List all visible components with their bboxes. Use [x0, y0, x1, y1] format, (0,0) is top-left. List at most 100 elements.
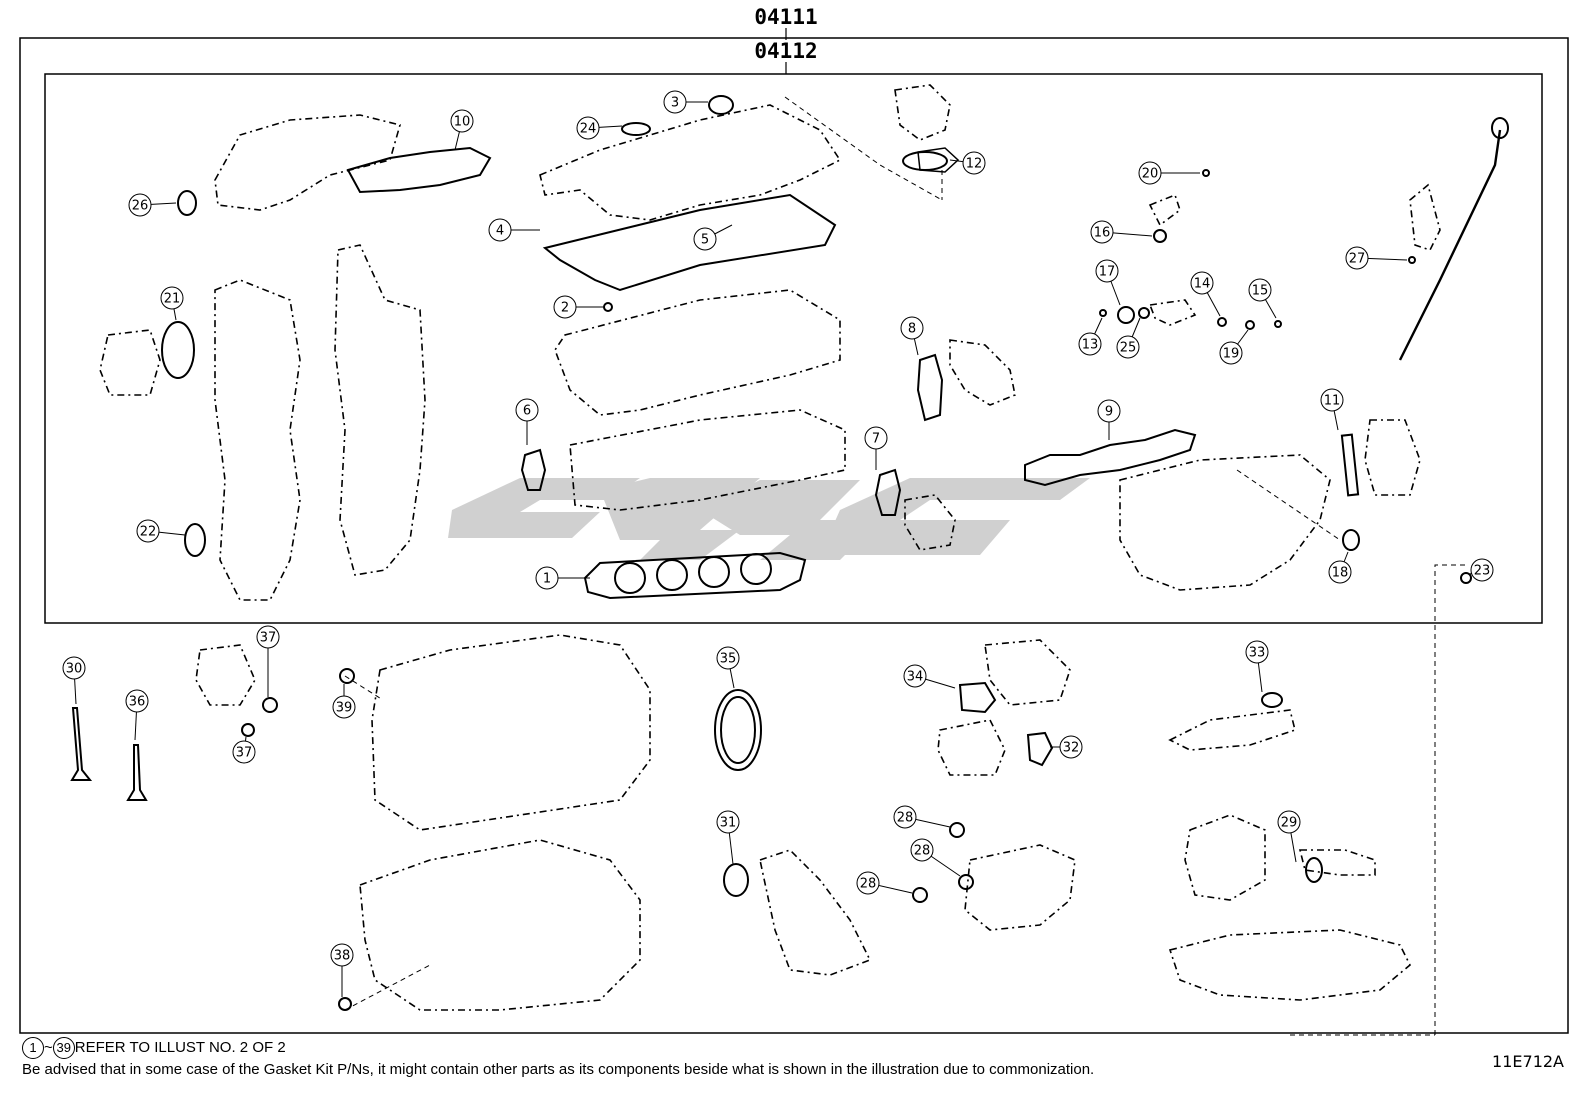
washer-17-shape	[1117, 306, 1135, 324]
callout-12: 12	[949, 151, 986, 175]
washer-25-shape	[1138, 307, 1150, 319]
callout-24: 24	[576, 116, 623, 140]
callout-number: 11	[1324, 394, 1341, 409]
callout-circle	[1328, 560, 1352, 584]
callout-circle	[515, 398, 539, 422]
callout-circle	[900, 316, 924, 340]
kit-number-inner: 04112	[754, 39, 817, 63]
washer-16-shape	[1153, 229, 1167, 243]
callout-32: 32	[1050, 735, 1083, 759]
o-ring-29-shape	[1305, 857, 1323, 883]
callout-35: 35	[716, 646, 740, 689]
gasket-33-shape	[1261, 692, 1283, 708]
oil-pan-upper-outline	[359, 839, 641, 1011]
gasket-12-shape	[917, 147, 960, 173]
callout-23: 23	[1469, 558, 1494, 582]
callout-number: 25	[1120, 341, 1137, 356]
callout-15: 15	[1248, 278, 1277, 319]
bolt-27-shape	[1408, 256, 1416, 264]
callout-31: 31	[716, 810, 740, 865]
part-outlines	[99, 84, 1441, 1011]
washer-37b-shape	[241, 723, 255, 737]
water-inlet-outline	[984, 639, 1071, 706]
callout-5: 5	[693, 224, 733, 251]
callout-number: 27	[1349, 252, 1366, 267]
callout-number: 4	[496, 224, 504, 239]
callout-22: 22	[136, 519, 186, 543]
callout-number: 12	[966, 157, 983, 172]
callout-number: 20	[1142, 167, 1159, 182]
sensor-outline	[1148, 193, 1181, 227]
intake-manifold-outline	[1119, 454, 1331, 591]
plug-seal-shape	[708, 95, 734, 115]
callout-30: 30	[62, 656, 86, 705]
callout-number: 26	[132, 199, 149, 214]
callout-number: 32	[1063, 741, 1080, 756]
water-pump-outline	[99, 329, 161, 396]
callout-number: 8	[908, 322, 916, 337]
plug-2-shape	[603, 302, 613, 312]
thermostat-gasket-shape	[902, 151, 948, 171]
callout-28b: 28	[910, 838, 961, 877]
callout-number: 13	[1082, 338, 1099, 353]
callout-21: 21	[160, 286, 184, 321]
washer-28b-shape	[958, 874, 974, 890]
callout-number: 15	[1252, 284, 1269, 299]
callout-26: 26	[128, 193, 177, 217]
exhaust-gasket-shape	[346, 146, 492, 194]
callout-16: 16	[1090, 220, 1153, 244]
gasket-32-shape	[1026, 731, 1054, 767]
oil-cooler-pipe-outline	[1168, 709, 1296, 751]
range-separator: ~	[44, 1038, 53, 1056]
washer-39-shape	[339, 668, 355, 684]
callout-number: 5	[701, 233, 709, 248]
callout-8: 8	[900, 316, 924, 356]
callout-number: 24	[580, 122, 597, 137]
callout-circle	[1219, 341, 1243, 365]
valve-36-shape	[126, 744, 148, 801]
callout-circle	[232, 740, 256, 764]
oil-pan-lower-outline	[1168, 929, 1411, 1001]
exhaust-manifold-outline	[214, 114, 401, 211]
cylinder-head-cover-outline	[539, 104, 842, 221]
callout-circle	[910, 838, 934, 862]
callout-circle	[488, 218, 512, 242]
callout-11: 11	[1320, 388, 1344, 431]
refer-text: REFER TO ILLUST NO. 2 OF 2	[74, 1038, 286, 1056]
oil-pump-outline	[759, 849, 872, 976]
oil-strainer-outline	[964, 844, 1076, 931]
callout-number: 28	[914, 844, 931, 859]
callout-number: 29	[1281, 816, 1298, 831]
callout-number: 37	[260, 631, 277, 646]
callout-circle	[1078, 332, 1102, 356]
callout-circle	[903, 664, 927, 688]
callout-circle	[856, 871, 880, 895]
callout-number: 23	[1474, 564, 1491, 579]
gaskets	[70, 95, 1509, 1011]
valve-30-shape	[70, 707, 93, 781]
inner-kit-frame	[44, 73, 1543, 624]
bolt-15-shape	[1274, 320, 1282, 328]
callout-33: 33	[1245, 640, 1269, 693]
timing-cover-inner-outline	[334, 244, 426, 576]
callout-circle	[962, 151, 986, 175]
callout-37b: 37	[232, 736, 256, 764]
injector-outline	[1148, 299, 1197, 326]
callout-circle	[1470, 558, 1494, 582]
callout-28c: 28	[856, 871, 913, 895]
illustration-code: 11E712A	[1492, 1052, 1564, 1071]
callout-2: 2	[553, 295, 604, 319]
camshaft-housing-outline	[554, 289, 841, 416]
filler-gasket-shape	[621, 122, 651, 136]
kit-header: 04111 04112	[754, 5, 818, 74]
engine-block-outline	[371, 634, 651, 831]
callout-circle	[160, 286, 184, 310]
callout-1: 1	[535, 566, 590, 590]
callout-number: 1	[543, 572, 551, 587]
callout-13: 13	[1078, 317, 1103, 356]
gasket-8-shape	[916, 353, 944, 422]
callout-number: 2	[561, 301, 569, 316]
callout-number: 3	[671, 96, 679, 111]
